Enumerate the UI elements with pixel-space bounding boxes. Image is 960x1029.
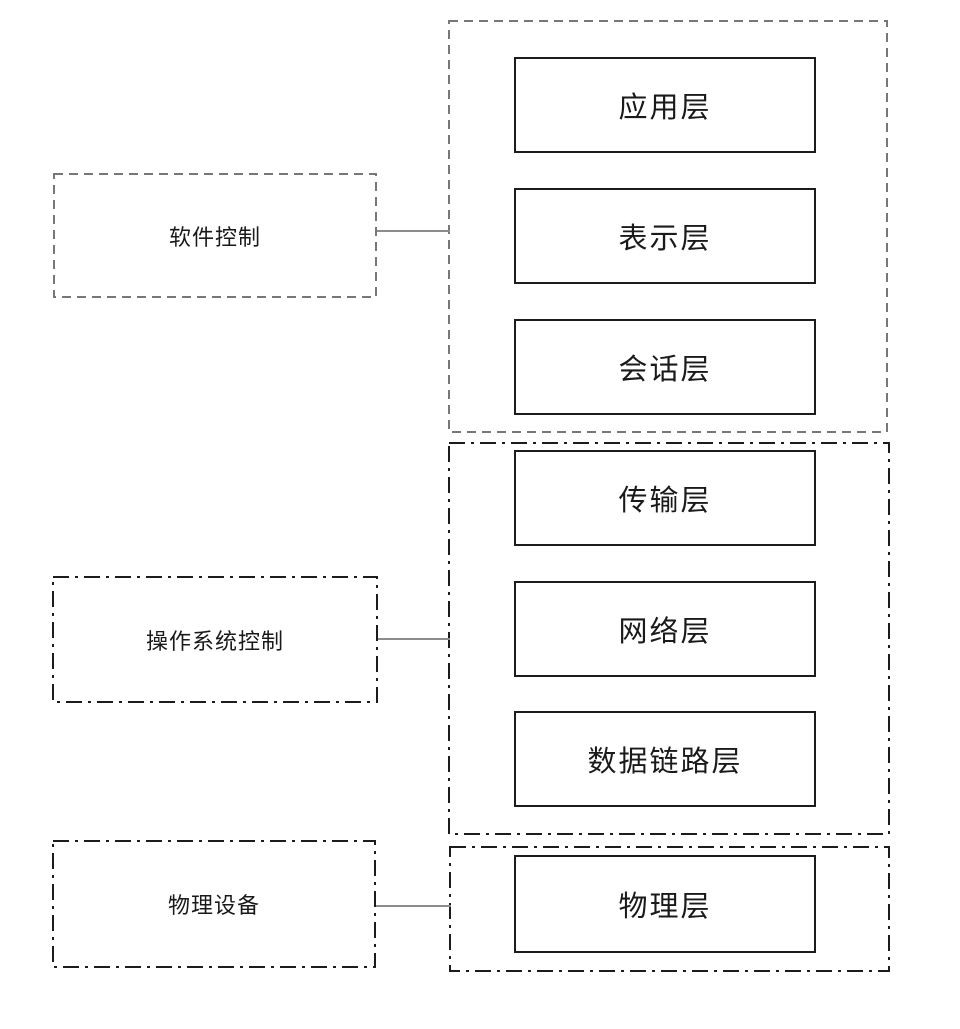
software-layers-group-border [448, 20, 888, 433]
layer-box-network: 网络层 [514, 581, 816, 677]
software-control-box-border [53, 173, 377, 298]
os-control-label: 操作系统控制 [145, 628, 284, 654]
physical-device-box-border [52, 840, 376, 968]
physical-layer-group-border [449, 846, 890, 972]
software-control-label: 软件控制 [168, 224, 261, 250]
physical-device-label: 物理设备 [167, 893, 260, 918]
layer-box-physical: 物理层 [514, 855, 816, 953]
layer-box-session: 会话层 [514, 319, 816, 415]
layer-box-transport: 传输层 [514, 450, 816, 546]
layer-box-datalink: 数据链路层 [514, 711, 816, 807]
layer-box-application: 应用层 [514, 57, 816, 153]
os-control-box-border [52, 576, 378, 703]
layer-box-presentation: 表示层 [514, 188, 816, 284]
